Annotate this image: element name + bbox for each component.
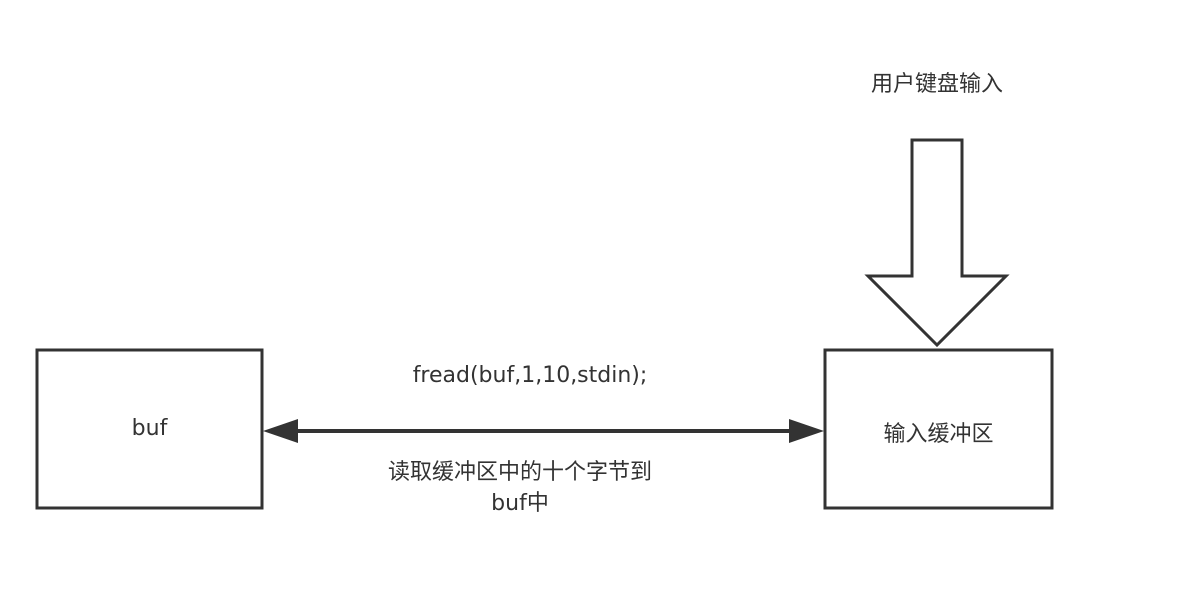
edge-description-line2: buf中: [491, 491, 549, 516]
input-buffer-label: 输入缓冲区: [883, 422, 994, 447]
hollow-down-arrow: [864, 138, 1010, 348]
edge-description-line1: 读取缓冲区中的十个字节到: [387, 460, 652, 485]
fread-call-label: fread(buf,1,10,stdin);: [412, 363, 648, 388]
buf-box-label: buf: [131, 416, 168, 441]
keyboard-input-label: 用户键盘输入: [870, 72, 1003, 97]
input-buffer-box: [823, 348, 1054, 510]
bidirectional-arrow: [263, 419, 824, 443]
buf-box: [35, 348, 264, 510]
